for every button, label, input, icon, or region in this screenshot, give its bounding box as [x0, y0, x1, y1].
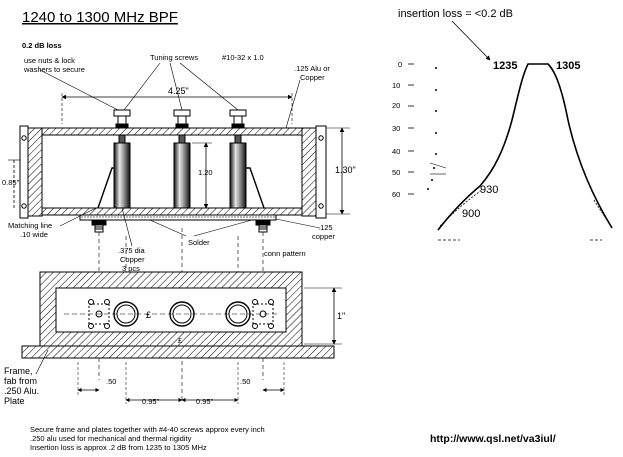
centerline-mark-bottom: £ [178, 336, 183, 345]
resonator-rod-right [229, 142, 247, 209]
centerline-mark-top: £ [146, 310, 151, 320]
height-130-dimension: 1.30" [335, 165, 356, 175]
bottom-lid [39, 207, 317, 216]
matching-line-label-line2: .10 wide [20, 230, 48, 239]
matching-line-left [97, 167, 114, 209]
side-view [8, 62, 350, 400]
response-curve [437, 63, 613, 231]
tuning-screw-center [173, 109, 191, 144]
left-wall [27, 127, 43, 217]
width-dimension: 4.25" [168, 86, 189, 96]
freq-low-label: 1235 [493, 60, 517, 72]
frame-label-line4: Plate [4, 396, 25, 406]
top-lid [39, 127, 317, 136]
dim-50-right: .50 [240, 377, 250, 386]
dim-095-right: 0.95" [196, 397, 214, 406]
y-tick-marks [408, 63, 414, 195]
nuts-label-line1: use nuts & lock [24, 56, 75, 65]
rod-label-line1: .375 dia [118, 246, 146, 255]
resonator-rod-center [173, 142, 191, 209]
rod-label-line3: 3 pcs [122, 264, 140, 273]
y-tick-labels: 0 10 20 30 40 50 60 [392, 60, 402, 199]
url-text: http://www.qsl.net/va3iul/ [430, 433, 556, 445]
sma-connector-right [255, 219, 271, 233]
sma-connector-left [91, 219, 107, 233]
height-085-dimension: 0.85" [2, 178, 20, 187]
conn-pattern-label: conn pattern [264, 249, 306, 258]
screw-size-label: #10-32 x 1.0 [222, 53, 264, 62]
rod-label-line2: Copper [120, 255, 145, 264]
y-tick-20: 20 [392, 101, 400, 110]
response-plot: insertion loss = <0.2 dB 0 10 20 30 40 5… [392, 8, 613, 241]
nuts-label-line2: washers to secure [23, 65, 85, 74]
y-tick-40: 40 [392, 147, 400, 156]
base-plate [21, 345, 335, 359]
copper-label-line1: .125 [318, 223, 333, 232]
frame-label-line2: fab from [4, 376, 37, 386]
plot-dots [427, 67, 437, 190]
copper-plate [79, 214, 277, 221]
y-tick-10: 10 [392, 81, 400, 90]
freq-high-label: 1305 [556, 60, 580, 72]
alu-label-line1: .125 Alu or [294, 64, 330, 73]
y-tick-60: 60 [392, 190, 400, 199]
notes-line1: Secure frame and plates together with #4… [30, 425, 265, 434]
alu-label-line2: Copper [300, 73, 325, 82]
notes-line3: Insertion loss is approx .2 dB from 1235… [30, 443, 207, 452]
solder-label: Solder [188, 238, 210, 247]
top-view [21, 271, 342, 404]
matching-line-label-line1: Matching line [8, 221, 52, 230]
copper-label-line2: copper [312, 232, 335, 241]
dim-095-left: 0.95" [142, 397, 160, 406]
curve-label-930: 930 [480, 184, 498, 196]
dim-50-left: .50 [106, 377, 116, 386]
y-tick-0: 0 [398, 60, 402, 69]
height-120-dimension: 1.20 [198, 168, 213, 177]
frame-label-line1: Frame, [4, 366, 33, 376]
tuning-screw-left [113, 109, 131, 144]
notes-line2: .250 alu used for mechanical and thermal… [30, 434, 192, 443]
frame-label-line3: .250 Alu. [4, 386, 39, 396]
insertion-loss-arrow [451, 20, 491, 61]
height-1-dimension: 1" [337, 311, 345, 321]
insertion-loss-label: insertion loss = <0.2 dB [398, 8, 513, 20]
tuning-screws-label: Tuning screws [150, 53, 198, 62]
y-tick-50: 50 [392, 168, 400, 177]
matching-line-right [246, 167, 265, 209]
title: 1240 to 1300 MHz BPF [22, 9, 178, 26]
subtitle: 0.2 dB loss [22, 41, 62, 50]
tuning-screw-right [229, 109, 247, 144]
right-wall [301, 127, 317, 217]
curve-label-900: 900 [462, 208, 480, 220]
resonator-rod-left [113, 142, 131, 209]
y-tick-30: 30 [392, 124, 400, 133]
